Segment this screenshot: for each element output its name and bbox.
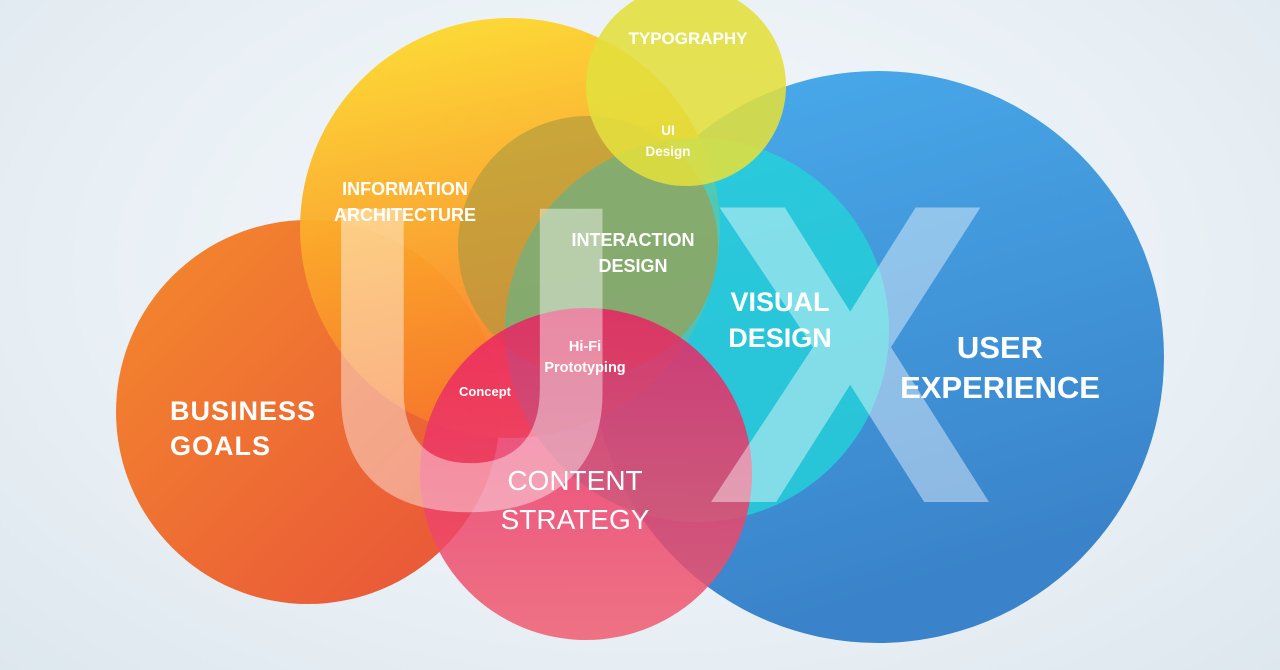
concept-label: Concept (459, 384, 511, 399)
interaction-design-circle (458, 116, 718, 376)
hifi-prototyping-label: Hi-Fi Prototyping (544, 339, 626, 377)
typography-circle (586, 0, 786, 186)
interaction-design-label: INTERACTION DESIGN (571, 230, 695, 277)
big-letter-x: X (707, 115, 995, 593)
information-architecture-label: INFORMATION ARCHITECTURE (334, 179, 476, 226)
typography-label: TYPOGRAPHY (628, 29, 748, 48)
visual-design-label: VISUAL DESIGN (728, 287, 832, 354)
big-letter-u: U (315, 115, 629, 601)
content-strategy-circle (420, 308, 752, 640)
content-strategy-label: CONTENT STRATEGY (500, 465, 650, 535)
user-experience-label: USER EXPERIENCE (900, 330, 1100, 406)
business-goals-label: BUSINESS GOALS (170, 396, 317, 461)
ui-design-label: UI Design (645, 123, 691, 159)
